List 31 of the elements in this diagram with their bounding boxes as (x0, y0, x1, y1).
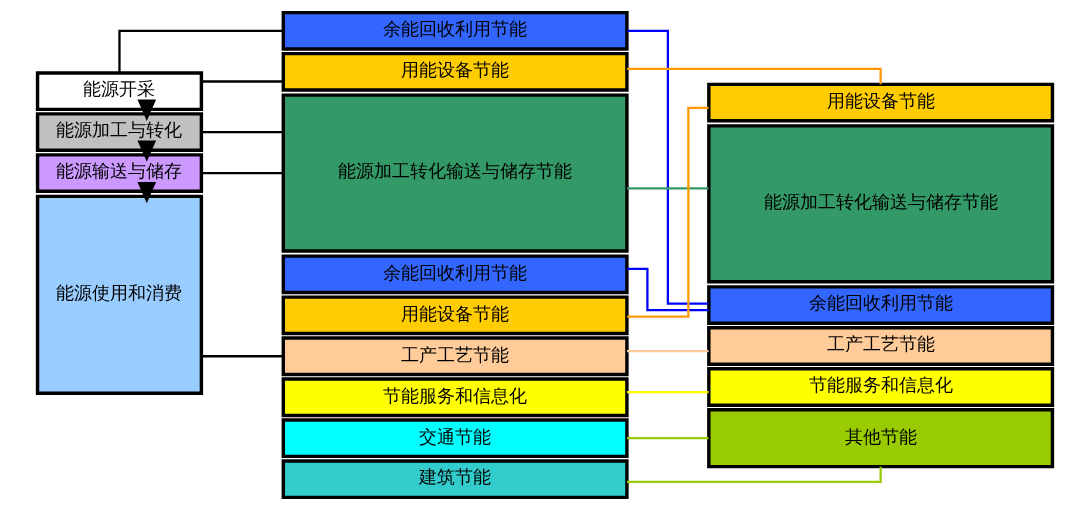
connector (201, 171, 283, 175)
connector (201, 80, 283, 83)
node-box: 余能回收利用节能 (706, 285, 1054, 325)
node-box: 能源加工转化输送与储存节能 (281, 93, 629, 253)
node-box: 工产工艺节能 (281, 336, 629, 377)
node-box: 余能回收利用节能 (281, 10, 629, 51)
connector (201, 355, 283, 358)
node-box: 能源加工转化输送与储存节能 (706, 124, 1054, 284)
connector (626, 350, 708, 353)
arrow (136, 99, 156, 121)
node-box: 能源使用和消费 (35, 194, 203, 395)
connector (626, 29, 708, 305)
connector (201, 131, 283, 134)
connector (626, 437, 708, 440)
node-box: 用能设备节能 (281, 51, 629, 92)
node-box: 节能服务和信息化 (281, 377, 629, 418)
arrow (136, 140, 156, 162)
connector (626, 106, 709, 318)
node-box: 用能设备节能 (281, 295, 629, 336)
node-box: 其他节能 (706, 408, 1054, 469)
arrow (136, 181, 156, 204)
connector (626, 267, 709, 312)
node-box: 节能服务和信息化 (706, 367, 1054, 407)
connector (626, 187, 708, 190)
node-box: 建筑节能 (281, 459, 629, 500)
connector (626, 390, 708, 394)
connector (117, 29, 283, 73)
node-box: 用能设备节能 (706, 82, 1054, 123)
node-box: 交通节能 (281, 418, 629, 459)
node-box: 余能回收利用节能 (281, 254, 629, 295)
node-box: 工产工艺节能 (706, 326, 1054, 366)
